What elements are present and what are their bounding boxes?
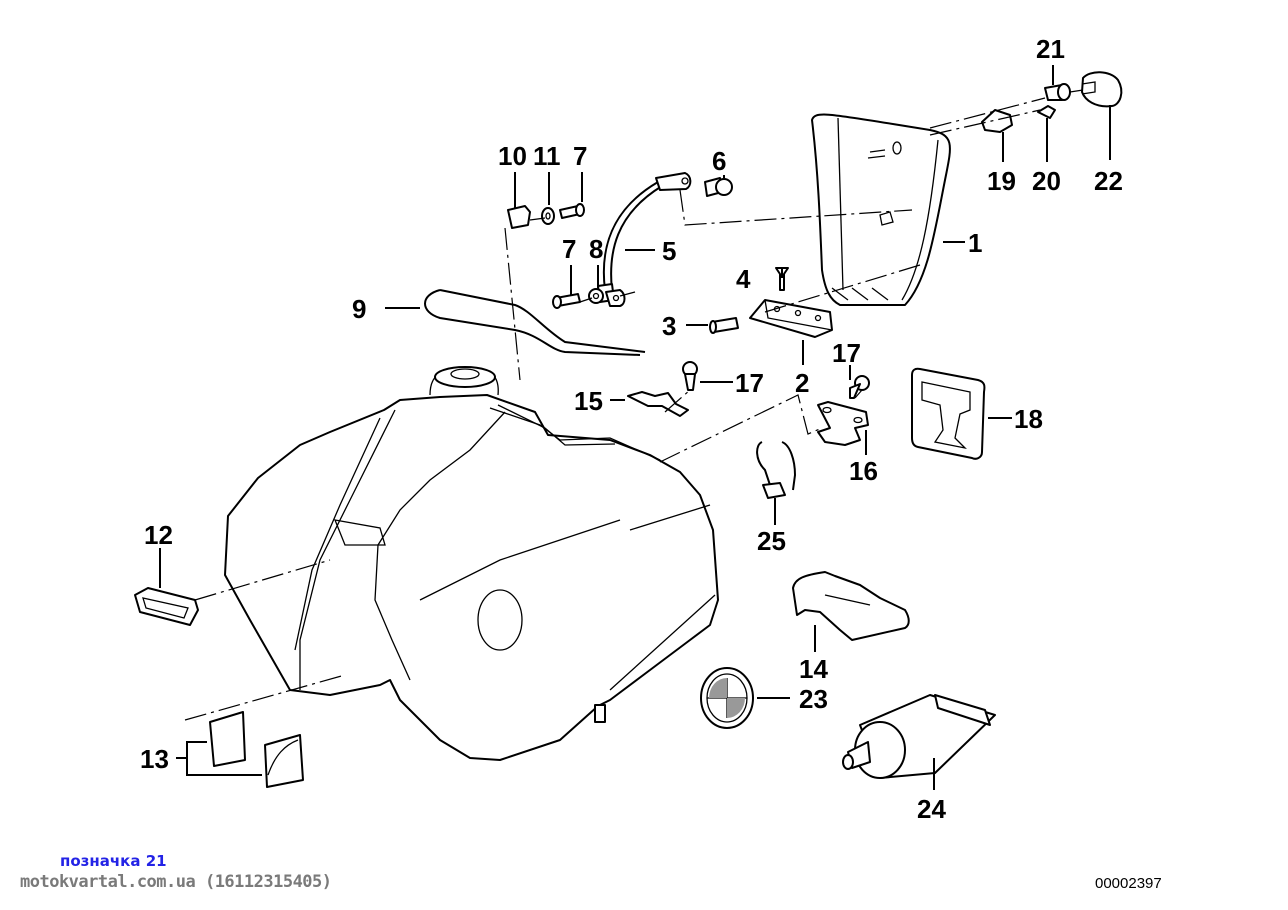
part-6-grommet <box>704 177 733 197</box>
callout-5: 5 <box>662 236 676 266</box>
callout-2: 2 <box>795 368 809 398</box>
callout-21: 21 <box>1036 34 1065 64</box>
caption-label: позначка 21 <box>60 852 167 870</box>
part-17-collar-screw-a <box>682 361 698 391</box>
part-17-collar-screw-b <box>849 375 870 399</box>
part-16-holder <box>817 401 869 446</box>
callout-7-lower: 7 <box>562 234 576 264</box>
part-12-rubber-mount <box>134 587 199 626</box>
callout-13: 13 <box>140 744 169 774</box>
document-number: 00002397 <box>1095 875 1162 892</box>
callout-24: 24 <box>917 794 946 824</box>
part-7-screw-top <box>559 203 585 219</box>
part-18-rubber-buffer <box>911 367 986 460</box>
part-4-screw <box>775 267 789 291</box>
callout-17-a: 17 <box>735 368 764 398</box>
callout-14: 14 <box>799 654 828 684</box>
part-15-bracket <box>627 391 689 417</box>
callout-3: 3 <box>662 311 676 341</box>
part-3-screw <box>709 317 739 334</box>
callout-19: 19 <box>987 166 1016 196</box>
callout-11: 11 <box>533 141 561 171</box>
callout-15: 15 <box>574 386 603 416</box>
callout-16: 16 <box>849 456 878 486</box>
callout-12: 12 <box>144 520 173 550</box>
part-2-hinge-plate <box>749 299 833 338</box>
callout-9: 9 <box>352 294 366 324</box>
part-14-knee-pad <box>792 571 910 641</box>
leader-lines <box>159 65 1111 790</box>
part-20-plug <box>1037 105 1056 119</box>
watermark: motokvartal.com.ua (16112315405) <box>20 872 332 892</box>
part-9-edge-strip <box>424 289 646 356</box>
part-7-screw-lower <box>552 293 581 309</box>
part-5-ground-strap <box>597 172 692 307</box>
part-24-adhesive-tube <box>842 694 996 779</box>
callout-4: 4 <box>736 264 751 294</box>
part-23-badge <box>700 667 754 729</box>
callout-8: 8 <box>589 234 603 264</box>
callout-labels: 1 2 3 4 5 6 7 7 8 9 10 11 12 13 14 15 16… <box>140 34 1123 824</box>
part-21-bush <box>1044 83 1071 101</box>
callout-10: 10 <box>498 141 527 171</box>
part-22-cap <box>1081 71 1123 108</box>
callout-1: 1 <box>968 228 982 258</box>
callout-22: 22 <box>1094 166 1123 196</box>
callout-6: 6 <box>712 146 726 176</box>
part-25-spring-clip <box>756 441 797 499</box>
callout-7-top: 7 <box>573 141 587 171</box>
part-1-cover-panel <box>811 113 951 306</box>
part-10-clip-nut <box>507 205 531 229</box>
part-13-rubber-pads <box>209 711 304 788</box>
callout-20: 20 <box>1032 166 1061 196</box>
part-8-lock-washer <box>588 288 604 304</box>
part-11-washer <box>541 207 555 225</box>
part-19-rivet-holder <box>981 109 1013 133</box>
callout-25: 25 <box>757 526 786 556</box>
callout-23: 23 <box>799 684 828 714</box>
fuel-tank <box>224 366 719 761</box>
callout-18: 18 <box>1014 404 1043 434</box>
callout-17-b: 17 <box>832 338 861 368</box>
assembly-lines <box>184 89 1084 721</box>
